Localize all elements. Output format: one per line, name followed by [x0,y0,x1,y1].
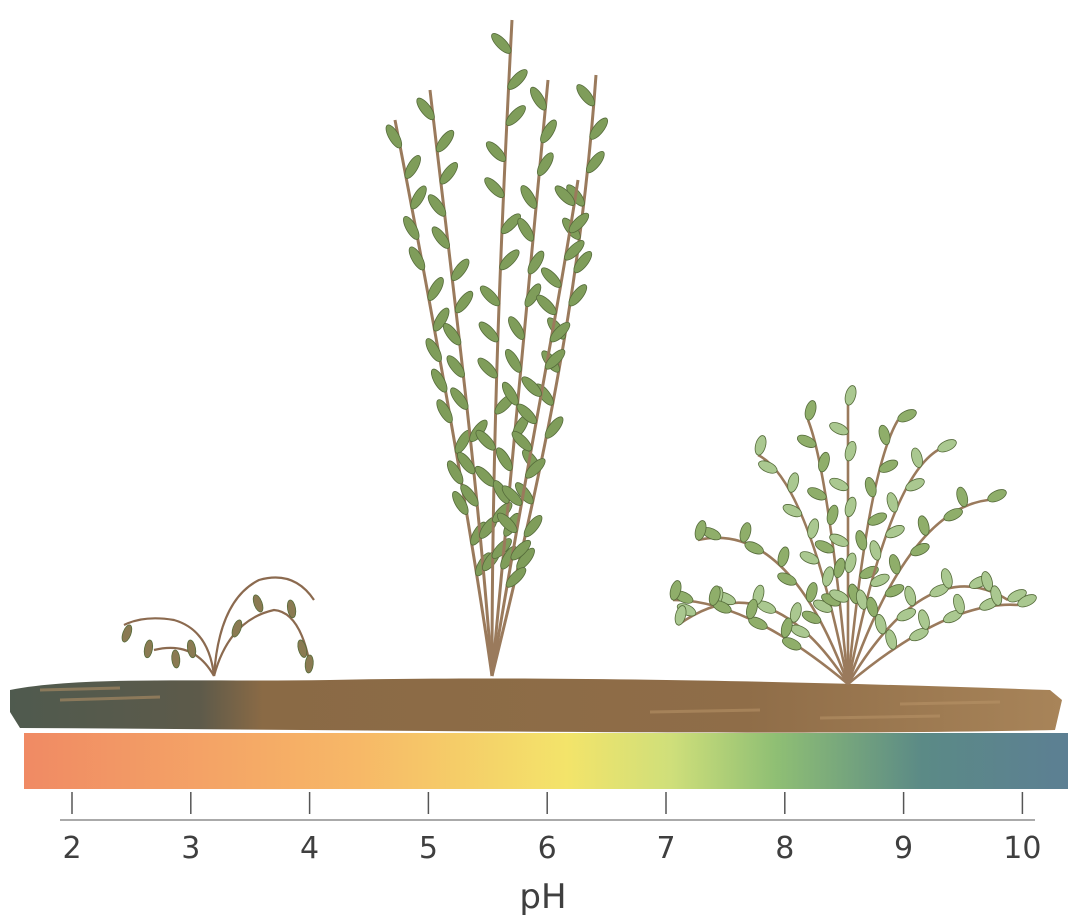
leaf [521,513,545,540]
ph-tick-label: 2 [62,831,81,866]
ph-tick-label: 7 [656,831,675,866]
leaf [781,502,803,520]
wilted-branch [214,610,309,676]
leaf [803,399,818,421]
branch [678,603,848,684]
leaf [806,518,821,540]
leaf [447,385,471,412]
wilted-branch [154,648,214,676]
ph-tick-label: 8 [775,831,794,866]
ph-axis-tick-labels: 2 3 4 5 6 7 8 9 10 [62,831,1041,866]
leaf [896,407,918,425]
leaf [538,265,563,290]
leaf [877,458,899,476]
leaf [843,440,858,462]
leaf [904,476,926,494]
leaf [230,619,244,639]
bushy-plant-alkaline [668,384,1038,684]
leaf [884,523,906,541]
leaf [171,650,181,669]
leaf [440,321,464,348]
leaf [296,639,308,658]
leaf [251,594,265,614]
leaf [534,150,556,177]
leaf [883,582,905,600]
ph-axis-ticks [72,792,1022,814]
leaf [423,336,445,364]
ph-tick-label: 9 [894,831,913,866]
leaf [843,384,858,406]
leaf [444,353,468,380]
leaf [400,214,422,242]
leaf [425,192,449,219]
ph-tick-label: 5 [419,831,438,866]
soil-strip [10,678,1062,732]
leaf [566,282,590,309]
leaf [800,609,822,627]
leaf [786,472,801,494]
leaf [538,118,560,145]
leaf [843,552,858,574]
ph-tick-label: 3 [181,831,200,866]
wilted-plant-acidic [120,578,314,677]
leaf [534,292,559,317]
leaf [877,424,892,446]
leaf [895,606,917,624]
leaf [186,639,197,658]
leaf [429,224,453,251]
leaf [986,487,1008,505]
leaf [796,433,818,451]
ph-color-scale [24,733,1068,789]
ph-tick-label: 4 [300,831,319,866]
leaf [304,655,314,674]
ph-tick-label: 10 [1003,831,1041,866]
leaf [868,539,883,561]
leaf [743,539,765,557]
leaf [936,437,958,455]
leaf [434,397,456,425]
leaf [821,566,836,588]
leaf [143,639,154,658]
ph-axis-title: pH [519,877,566,917]
leaf [120,624,134,644]
leaf [885,491,900,513]
leaf [414,95,438,122]
leaf [542,414,566,441]
leaf [843,496,858,518]
leaf [383,123,405,151]
leaf [798,549,820,567]
leaf [753,434,768,456]
leaf [428,367,450,395]
leaf [406,245,428,273]
wilted-branch [214,578,314,677]
tall-plant-optimal [383,20,611,676]
ph-tick-label: 6 [538,831,557,866]
